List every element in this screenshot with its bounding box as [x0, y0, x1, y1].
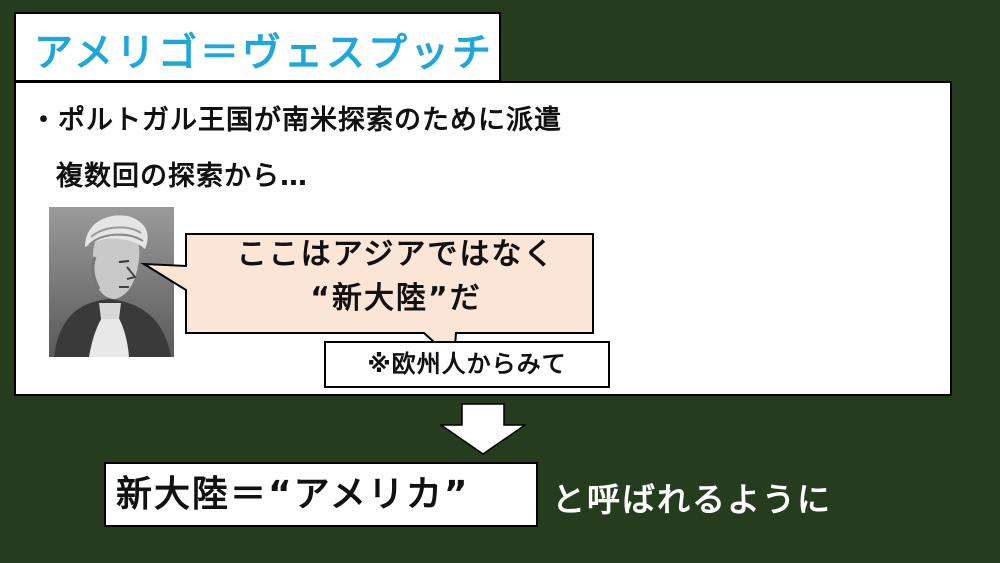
down-arrow-icon: [440, 403, 526, 455]
footnote-box: ※欧州人からみて: [324, 341, 610, 388]
content-panel: ・ポルトガル王国が南米探索のために派遣 複数回の探索から… ここはアジアではなく…: [14, 81, 952, 396]
result-suffix: と呼ばれるように: [552, 480, 832, 519]
slide-title: アメリゴ＝ヴェスプッチ: [34, 31, 495, 76]
portrait-image: [49, 207, 174, 357]
speech-bubble-line-1: ここはアジアではなく: [236, 237, 556, 272]
body-line-1: ・ポルトガル王国が南米探索のために派遣: [30, 105, 562, 136]
title-box: アメリゴ＝ヴェスプッチ: [14, 12, 501, 82]
speech-bubble-text: ここはアジアではなく “新大陸”だ: [186, 233, 606, 321]
speech-bubble-line-2: “新大陸”だ: [310, 281, 482, 316]
result-box: 新大陸＝“アメリカ”: [104, 462, 538, 527]
body-line-2: 複数回の探索から…: [56, 161, 308, 192]
speech-bubble: [140, 233, 594, 363]
